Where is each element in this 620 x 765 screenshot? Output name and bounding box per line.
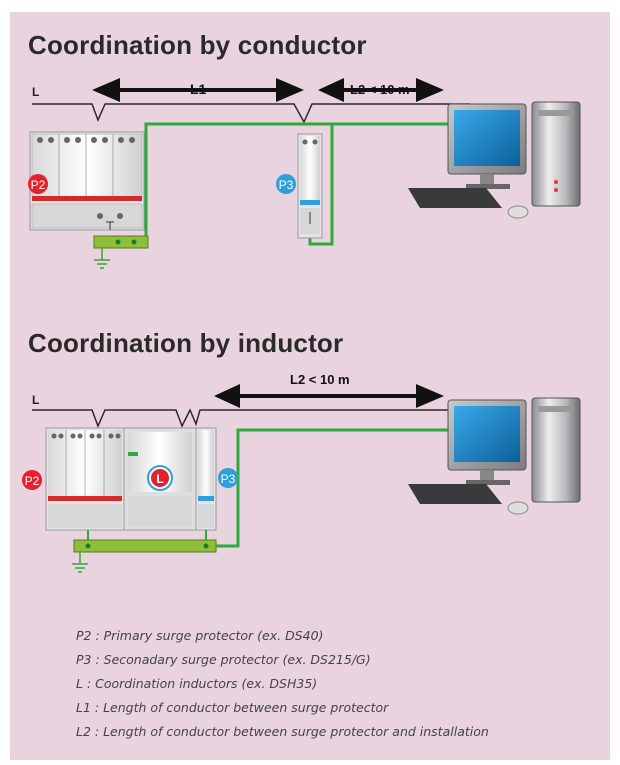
length-l2-label: L2 < 10 m bbox=[350, 82, 410, 97]
section-title-inductor: Coordination by inductor bbox=[28, 328, 344, 358]
section-inductor: L L2 < 10 m bbox=[22, 372, 581, 573]
ground-bar bbox=[93, 235, 149, 249]
ground-symbol-icon bbox=[94, 248, 110, 269]
p3-badge-2 bbox=[218, 468, 238, 488]
coordination-diagrams: L L1 L2 < 10 m bbox=[22, 78, 581, 573]
length-l2-arrow-2 bbox=[214, 384, 444, 408]
length-l2-arrow bbox=[318, 78, 444, 102]
legend-item: L2 : Length of conductor between surge p… bbox=[76, 724, 489, 739]
legend: P2 : Primary surge protector (ex. DS40) … bbox=[76, 624, 489, 744]
phase-line bbox=[32, 103, 470, 124]
legend-item: P3 : Seconadary surge protector (ex. DS2… bbox=[76, 652, 371, 667]
diagram-panel: Coordination by conductor Coordination b… bbox=[10, 12, 610, 760]
ground-symbol-icon-2 bbox=[72, 552, 88, 573]
p3-badge-label: P3 bbox=[279, 178, 294, 192]
legend-item: L : Coordination inductors (ex. DSH35) bbox=[76, 676, 318, 691]
p3-surge-protector-2 bbox=[195, 427, 217, 531]
p2-surge-protector bbox=[29, 131, 145, 231]
legend-item: L1 : Length of conductor between surge p… bbox=[76, 700, 389, 715]
length-l2-label-2: L2 < 10 m bbox=[290, 372, 350, 387]
computer-workstation-icon bbox=[408, 101, 581, 219]
p2-badge-label: P2 bbox=[31, 178, 46, 192]
p3-surge-protector bbox=[297, 133, 323, 239]
p2-badge-2 bbox=[22, 470, 42, 490]
ground-bar-2 bbox=[73, 539, 217, 553]
line-label: L bbox=[32, 85, 39, 99]
phase-line-2 bbox=[32, 408, 480, 428]
p2-badge bbox=[28, 174, 48, 194]
computer-workstation-icon-2 bbox=[408, 397, 581, 515]
p3-badge bbox=[276, 174, 296, 194]
length-l1-arrow bbox=[92, 78, 304, 102]
section-title-conductor: Coordination by conductor bbox=[28, 30, 367, 60]
section-conductor: L L1 L2 < 10 m bbox=[28, 78, 581, 269]
ground-wire-2 bbox=[210, 428, 448, 548]
inductor-badge-label: L bbox=[156, 472, 163, 486]
legend-item: P2 : Primary surge protector (ex. DS40) bbox=[76, 628, 324, 643]
line-label-2: L bbox=[32, 393, 39, 407]
p3-badge-label-2: P3 bbox=[221, 472, 236, 486]
p2-badge-label-2: P2 bbox=[25, 474, 40, 488]
length-l1-label: L1 bbox=[190, 81, 207, 97]
p2-surge-protector-2 bbox=[45, 427, 125, 531]
